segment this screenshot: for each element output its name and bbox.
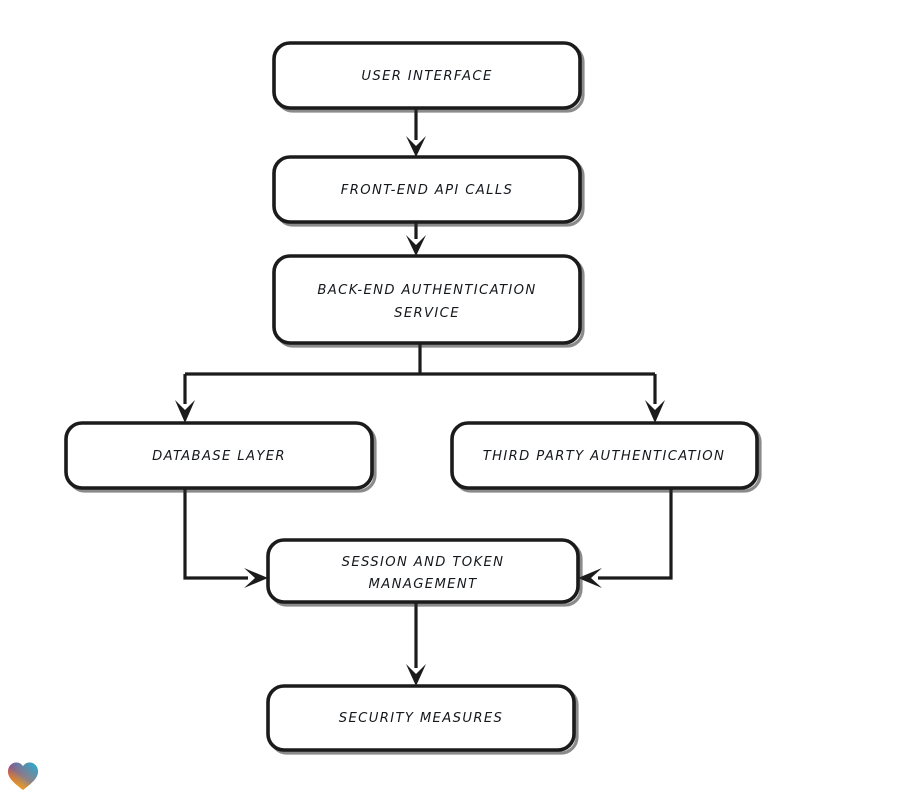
- node-label-front-end-api-calls: FRONT-END API CALLS: [341, 183, 513, 198]
- node-database-layer[interactable]: DATABASE LAYER: [64, 421, 377, 493]
- node-label-security-measures: SECURITY MEASURES: [339, 711, 504, 726]
- node-third-party-authentication[interactable]: THIRD PARTY AUTHENTICATION: [450, 421, 762, 493]
- edge-api-to-backend: [406, 222, 426, 256]
- node-label-session-and-token-management-line2: MANAGEMENT: [369, 577, 478, 592]
- heart-icon[interactable]: [7, 761, 39, 791]
- node-label-third-party-authentication: THIRD PARTY AUTHENTICATION: [483, 449, 726, 464]
- node-session-and-token-management[interactable]: SESSION AND TOKEN MANAGEMENT: [266, 538, 583, 607]
- node-label-back-end-authentication-service-line2: SERVICE: [394, 306, 460, 321]
- edge-database-to-session: [183, 488, 268, 588]
- node-layer: USER INTERFACE FRONT-END API CALLS BACK-…: [64, 41, 762, 755]
- connector-layer: [175, 108, 673, 686]
- edge-session-to-security: [406, 602, 426, 686]
- edge-ui-to-api: [406, 108, 426, 157]
- node-front-end-api-calls[interactable]: FRONT-END API CALLS: [272, 155, 585, 227]
- node-security-measures[interactable]: SECURITY MEASURES: [266, 684, 579, 755]
- node-user-interface[interactable]: USER INTERFACE: [272, 41, 585, 113]
- node-label-session-and-token-management-line1: SESSION AND TOKEN: [342, 555, 505, 570]
- node-back-end-authentication-service[interactable]: BACK-END AUTHENTICATION SERVICE: [272, 254, 585, 348]
- edge-third-party-to-session: [578, 488, 673, 588]
- node-label-back-end-authentication-service-line1: BACK-END AUTHENTICATION: [317, 283, 536, 298]
- node-label-user-interface: USER INTERFACE: [361, 69, 492, 84]
- node-label-database-layer: DATABASE LAYER: [152, 449, 286, 464]
- edge-backend-split: [175, 343, 665, 423]
